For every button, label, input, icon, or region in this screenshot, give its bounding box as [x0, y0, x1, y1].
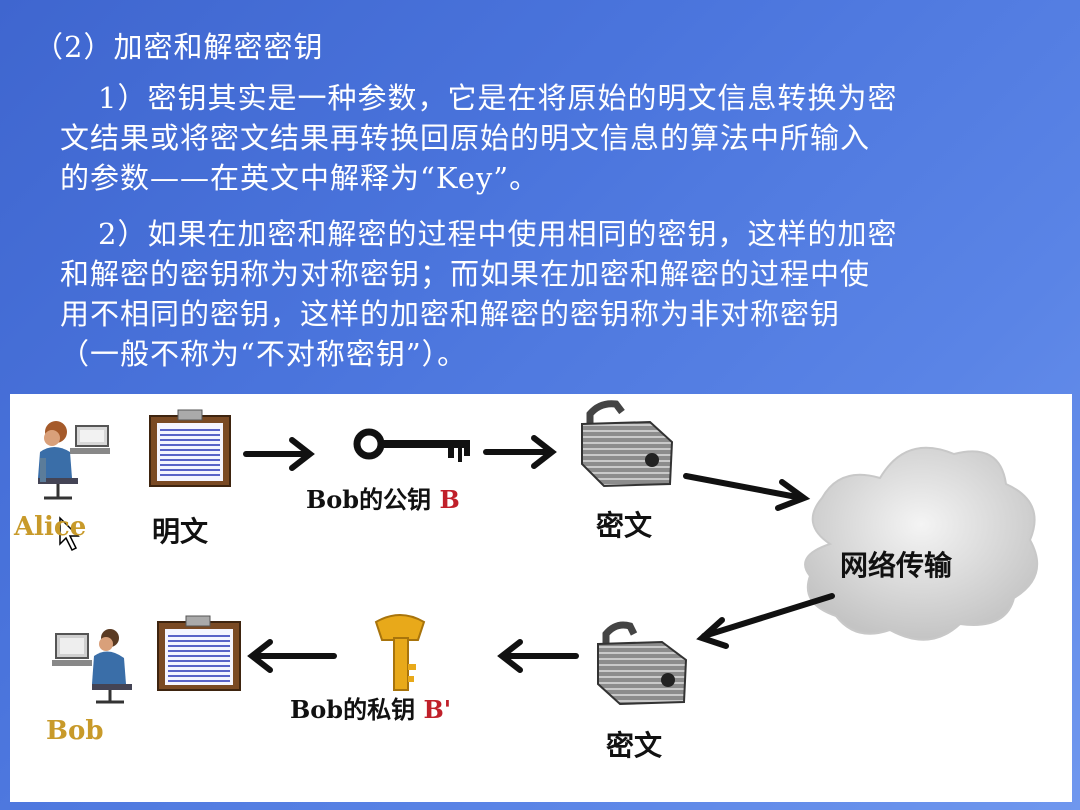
public-key-tag: B [439, 485, 460, 514]
private-key-label: Bob的私钥 B' [290, 690, 451, 725]
public-key-text: Bob的公钥 [306, 485, 432, 514]
plaintext-document-icon [149, 409, 231, 487]
paragraph-line: 文结果或将密文结果再转换回原始的明文信息的算法中所输入 [60, 121, 871, 155]
bob-label: Bob [46, 716, 104, 746]
private-key-icon [374, 614, 426, 691]
arrow-right-icon [483, 435, 557, 469]
paragraph-1: 1）密钥其实是一种参数，它是在将原始的明文信息转换为密 文结果或将密文结果再转换… [60, 78, 1060, 198]
lock-icon [581, 400, 674, 488]
arrow-left-icon [247, 639, 337, 673]
plaintext-label: 明文 [152, 515, 209, 548]
mouse-cursor-icon [59, 516, 80, 552]
private-key-text: Bob的私钥 [290, 695, 416, 724]
paragraph-2: 2）如果在加密和解密的过程中使用相同的密钥，这样的加密 和解密的密钥称为对称密钥… [60, 214, 1060, 374]
slide-heading: （2）加密和解密密钥 [34, 30, 324, 64]
public-key-label: Bob的公钥 B [306, 480, 460, 515]
ciphertext-label-bottom: 密文 [606, 729, 663, 762]
ciphertext-label: 密文 [596, 509, 653, 542]
public-key-icon [353, 428, 470, 462]
private-key-tag: B' [423, 695, 452, 724]
encryption-diagram: Alice 明文 Bob的公钥 B 密文 网络传输 Bob的私钥 B' Bob … [10, 394, 1072, 802]
arrow-to-cloud-icon [683, 473, 811, 511]
paragraph-line: 和解密的密钥称为对称密钥；而如果在加密和解密的过程中使 [60, 257, 871, 291]
arrow-from-cloud-icon [696, 593, 835, 649]
paragraph-line: 用不相同的密钥，这样的加密和解密的密钥称为非对称密钥 [60, 297, 841, 331]
cloud-label: 网络传输 [840, 549, 953, 582]
lock-icon [597, 621, 688, 706]
cloud-icon [804, 446, 1039, 641]
plaintext-document-icon [157, 615, 241, 691]
paragraph-line: 的参数——在英文中解释为“Key”。 [60, 161, 540, 195]
arrow-right-icon [243, 437, 315, 471]
paragraph-line: 1）密钥其实是一种参数，它是在将原始的明文信息转换为密 [98, 81, 898, 115]
paragraph-line: 2）如果在加密和解密的过程中使用相同的密钥，这样的加密 [98, 217, 898, 251]
alice-label: Alice [14, 512, 87, 542]
paragraph-line: （一般不称为“不对称密钥”）。 [60, 337, 468, 371]
alice-computer-icon [38, 421, 110, 500]
arrow-left-icon [497, 639, 579, 673]
bob-computer-icon [52, 629, 132, 704]
